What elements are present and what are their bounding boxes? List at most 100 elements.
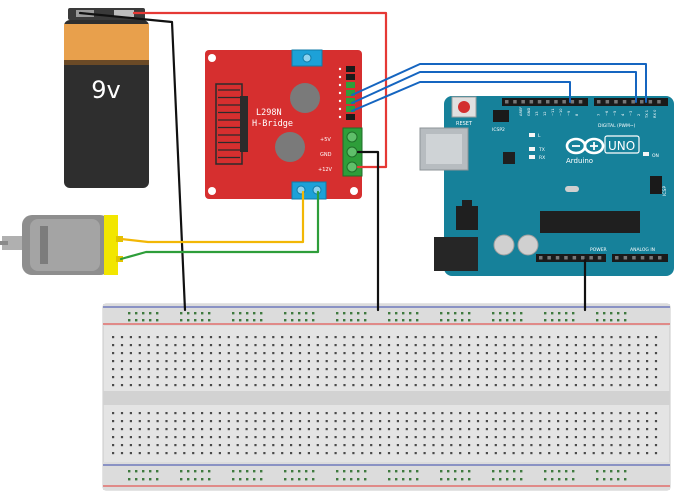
terminal-hole — [165, 420, 168, 423]
wire-black-battery-gnd — [78, 11, 187, 312]
terminal-hole — [192, 344, 195, 347]
terminal-hole — [557, 344, 560, 347]
terminal-hole — [147, 444, 150, 447]
terminal-hole — [548, 436, 551, 439]
rail-hole — [572, 478, 575, 481]
terminal-hole — [387, 344, 391, 347]
terminal-hole — [129, 344, 132, 347]
terminal-hole — [325, 384, 328, 387]
rail-hole — [565, 470, 568, 473]
terminal-hole — [468, 428, 471, 431]
rail-hole — [239, 312, 242, 315]
terminal-hole — [263, 336, 266, 339]
terminal-hole — [628, 336, 631, 339]
terminal-hole — [583, 428, 586, 431]
terminal-hole — [290, 368, 293, 371]
terminal-hole — [147, 412, 150, 415]
terminal-hole — [209, 428, 213, 431]
terminal-hole — [227, 368, 230, 371]
terminal-hole — [414, 428, 417, 431]
terminal-hole — [414, 344, 417, 347]
battery-band-shadow — [64, 60, 149, 65]
hbridge-header-pin — [346, 114, 355, 120]
terminal-hole — [494, 452, 497, 455]
terminal-hole — [129, 428, 132, 431]
terminal-hole — [396, 412, 399, 415]
terminal-hole — [485, 376, 488, 379]
rail-hole — [454, 470, 457, 473]
terminal-hole — [601, 436, 604, 439]
terminal-hole — [334, 412, 337, 415]
terminal-hole — [120, 352, 124, 355]
terminal-hole — [156, 336, 159, 339]
pin-label-rx: RX 0 — [653, 109, 657, 118]
terminal-hole — [112, 412, 115, 415]
terminal-hole — [281, 436, 284, 439]
terminal-hole — [370, 352, 373, 355]
terminal-hole — [557, 412, 560, 415]
terminal-hole — [503, 344, 506, 347]
terminal-hole — [298, 368, 302, 371]
terminal-hole — [539, 412, 542, 415]
terminal-hole — [236, 360, 239, 363]
terminal-hole — [468, 368, 471, 371]
terminal-hole — [236, 344, 239, 347]
terminal-hole — [290, 412, 293, 415]
terminal-hole — [441, 368, 444, 371]
terminal-hole — [281, 420, 284, 423]
terminal-hole — [592, 360, 595, 363]
terminal-hole — [379, 352, 382, 355]
terminal-hole — [307, 444, 310, 447]
terminal-hole — [263, 444, 266, 447]
mount-hole-br — [350, 187, 358, 195]
terminal-hole — [530, 444, 533, 447]
terminal-hole — [432, 360, 435, 363]
terminal-hole — [592, 428, 595, 431]
terminal-hole — [156, 352, 159, 355]
terminal-hole — [192, 412, 195, 415]
terminal-hole — [370, 376, 373, 379]
terminal-hole — [218, 336, 221, 339]
terminal-hole — [441, 428, 444, 431]
terminal-hole — [307, 344, 310, 347]
terminal-hole — [459, 352, 462, 355]
digital-pin — [657, 100, 661, 104]
rail-hole — [520, 470, 523, 473]
rail-hole — [388, 478, 391, 481]
wire-blue-2 — [351, 71, 637, 104]
terminal-hole — [387, 428, 391, 431]
terminal-hole — [432, 368, 435, 371]
rail-hole — [499, 470, 502, 473]
terminal-hole — [423, 452, 426, 455]
terminal-hole — [557, 436, 560, 439]
terminal-hole — [370, 336, 373, 339]
terminal-hole — [343, 428, 346, 431]
terminal-hole — [414, 412, 417, 415]
capacitor-1 — [493, 234, 515, 256]
terminal-hole — [334, 452, 337, 455]
digital-pin — [622, 100, 627, 104]
terminal-hole — [387, 352, 391, 355]
rail-hole — [447, 319, 450, 322]
terminal-hole — [530, 344, 533, 347]
rail-hole — [357, 478, 360, 481]
terminal-hole — [209, 420, 213, 423]
terminal-hole — [370, 344, 373, 347]
terminal-hole — [539, 436, 542, 439]
terminal-hole — [343, 412, 346, 415]
terminal-hole — [245, 444, 248, 447]
wire-blue-1 — [351, 63, 647, 103]
rail-hole — [492, 312, 495, 315]
terminal-hole — [548, 368, 551, 371]
terminal-hole — [112, 384, 115, 387]
motor-endcap — [104, 215, 118, 275]
terminal-hole — [307, 412, 310, 415]
terminal-hole — [503, 352, 506, 355]
terminal-hole — [503, 412, 506, 415]
rail-hole — [402, 319, 405, 322]
terminal-hole — [512, 436, 515, 439]
terminal-hole — [379, 412, 382, 415]
rail-hole — [156, 478, 159, 481]
terminal-hole — [432, 384, 435, 387]
reset-button-cap[interactable] — [458, 101, 470, 113]
